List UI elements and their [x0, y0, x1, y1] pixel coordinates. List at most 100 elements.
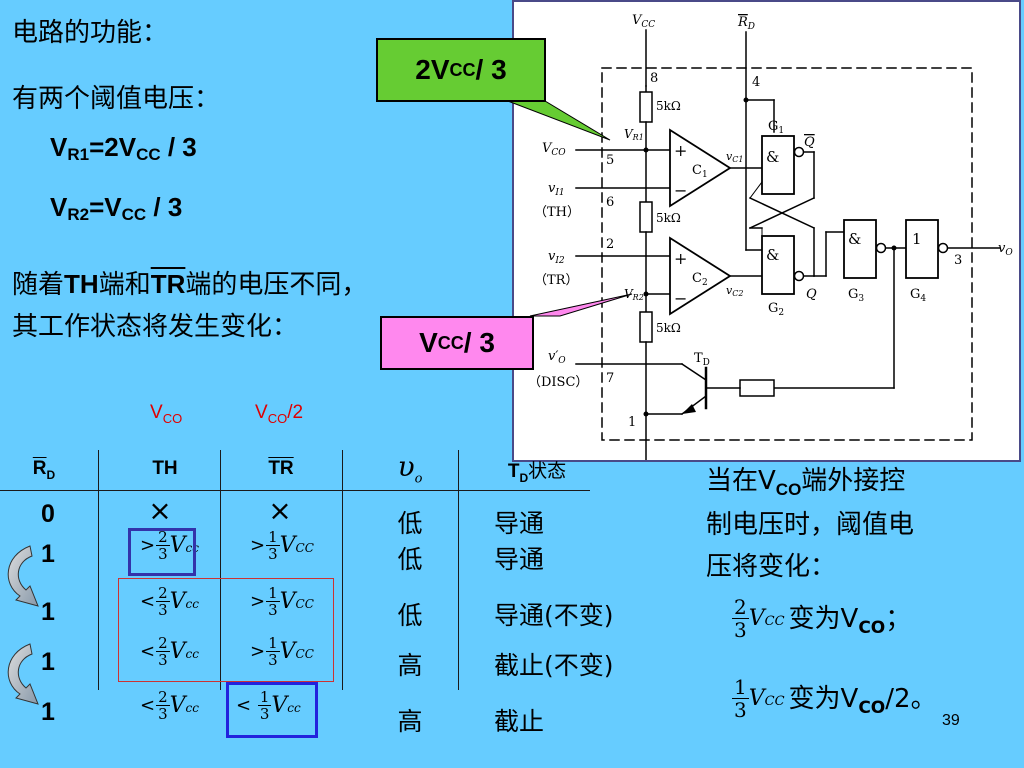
resistor-2-label: 5kΩ: [656, 211, 681, 225]
svg-text:1: 1: [912, 230, 922, 248]
svg-text:−: −: [674, 181, 687, 200]
highlight-rows-2-3: [118, 578, 334, 682]
g2-label: G2: [768, 301, 784, 318]
row0-tr: ×: [268, 494, 292, 527]
pin-7: 7: [606, 371, 614, 386]
pin-2: 2: [606, 237, 614, 252]
pin-8: 8: [650, 71, 658, 86]
row3-vo: 高: [397, 651, 423, 680]
gate-g1: [761, 135, 795, 195]
gate-g2: [761, 235, 795, 295]
svg-text:+: +: [674, 141, 687, 160]
annot-vco: VCO: [150, 402, 183, 426]
rd-label: RD: [737, 15, 755, 32]
vo-output-label: vO: [998, 241, 1013, 258]
header-tr: TR: [268, 458, 294, 479]
svg-text:&: &: [766, 148, 779, 166]
vc2-label: vC2: [726, 284, 743, 298]
side-note-line3: 压将变化：: [706, 552, 837, 582]
vco-label: VCO: [542, 141, 566, 158]
vi2-label: vI2: [548, 249, 565, 266]
state-change-line1: 随着TH端和TR端的电压不同，: [12, 269, 368, 300]
row0-th: ×: [148, 494, 172, 527]
svg-text:+: +: [674, 249, 687, 268]
annot-vco-half: VCO/2: [255, 402, 304, 426]
page-number: 39: [942, 712, 960, 729]
vr2-formula: VR2=VCC / 3: [50, 192, 183, 224]
row4-vo: 高: [397, 707, 423, 736]
row1-td: 导通: [494, 545, 545, 574]
g1-label: G1: [768, 119, 784, 136]
row0-vo: 低: [397, 509, 423, 538]
row0-td: 导通: [494, 509, 545, 538]
pin-5: 5: [606, 153, 614, 168]
row4-rd: 1: [41, 698, 55, 726]
vr1-node-label: VR1: [624, 127, 644, 142]
vi1-label: vI1: [548, 181, 565, 198]
vr1-formula: VR1=2VCC / 3: [50, 132, 197, 164]
row3-td: 截止(不变): [494, 651, 614, 680]
gate-g3: [843, 219, 877, 279]
resistor-3-label: 5kΩ: [656, 321, 681, 335]
svg-text:&: &: [848, 230, 861, 248]
slide-heading: 电路的功能：: [12, 18, 169, 48]
disc-label: （DISC）: [528, 375, 588, 390]
highlight-tr-row4: [226, 682, 318, 738]
row1-vo: 低: [397, 545, 423, 574]
upper-callout-pointer: [499, 97, 611, 141]
row2-td: 导通(不变): [494, 601, 614, 630]
side-note-line1: 当在VCO端外接控: [706, 466, 906, 500]
chip-boundary: [601, 67, 973, 441]
g3-label: G3: [848, 287, 864, 304]
row4-td: 截止: [494, 707, 545, 736]
arrow-icon-1: [7, 545, 39, 607]
q-label: Q: [806, 287, 817, 302]
vr2-node-label: VR2: [624, 287, 644, 302]
vcc-label: VCC: [632, 13, 655, 30]
th-label: （TH）: [534, 205, 580, 220]
circuit-diagram-555: VCC 8 RD 4 5kΩ 5kΩ 5kΩ VR1 VR2 VCO 5: [512, 0, 1021, 466]
svg-text:&: &: [766, 246, 779, 264]
curved-arrows: [7, 545, 39, 705]
highlight-th-row1: [128, 528, 196, 576]
gate-g4: [905, 219, 939, 279]
arrow-icon-2: [7, 643, 39, 705]
lower-callout-pointer: [529, 293, 633, 317]
pin-1: 1: [628, 415, 636, 430]
vo-prime-label: v′O: [548, 349, 566, 366]
row3-rd: 1: [41, 648, 55, 676]
state-change-line2: 其工作状态将发生变化：: [12, 312, 299, 342]
thresholds-intro: 有两个阈值电压：: [12, 84, 221, 114]
g4-label: G4: [910, 287, 926, 304]
c2-label: C2: [692, 271, 708, 288]
qbar-label: Q: [804, 135, 815, 150]
comparator-c1: [669, 128, 732, 208]
row2-vo: 低: [397, 601, 423, 630]
resistor-1-label: 5kΩ: [656, 99, 681, 113]
header-vo: υo: [397, 450, 423, 487]
td-label: TD: [694, 351, 710, 368]
side-note-line2: 制电压时，阈值电: [706, 510, 915, 540]
header-td-state: TD状态: [507, 460, 567, 485]
pin-3: 3: [954, 253, 962, 268]
c1-label: C1: [692, 163, 708, 180]
svg-text:−: −: [674, 289, 687, 308]
row1-rd: 1: [41, 540, 55, 568]
header-rd: RD: [32, 458, 56, 482]
pin-6: 6: [606, 195, 614, 210]
tr-label: （TR）: [534, 273, 578, 288]
comparator-c2: [669, 236, 732, 316]
vc1-label: vC1: [726, 150, 743, 164]
